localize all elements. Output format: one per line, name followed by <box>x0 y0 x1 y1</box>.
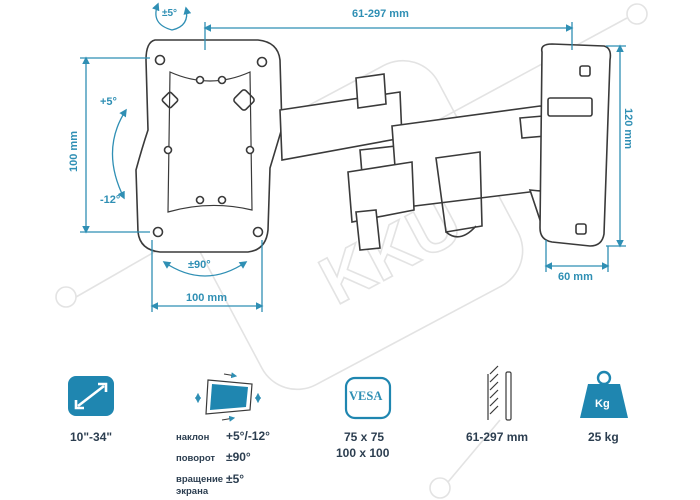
tilt-label: наклон <box>176 432 210 443</box>
dimension-lines <box>80 2 626 312</box>
load-value: 25 kg <box>588 430 619 444</box>
swivel-value: ±90° <box>226 450 251 464</box>
vesa-size-1: 75 x 75 <box>344 430 385 444</box>
bracket-width-label: 60 mm <box>558 271 593 283</box>
weight-badge-text: Kg <box>595 398 610 410</box>
extension-icon <box>487 365 512 421</box>
tilt-value: +5°/-12° <box>226 429 270 443</box>
vesa-size-2: 100 x 100 <box>336 446 390 460</box>
rotation-label-line2: экрана <box>176 486 209 497</box>
swivel-angle-label: ±90° <box>188 259 211 271</box>
vesa-width-label: 100 mm <box>186 292 227 304</box>
wall-bracket <box>539 43 612 247</box>
screen-size-icon <box>68 376 114 416</box>
screen-size-value: 10"-34" <box>70 430 113 444</box>
vesa-height-label: 100 mm <box>68 131 80 172</box>
vesa-badge-text: VESA <box>349 389 383 403</box>
rotation-label-line1: вращение <box>176 474 224 485</box>
tilt-down-label: -12° <box>100 194 121 206</box>
weight-icon <box>580 370 628 418</box>
extension-width-label: 61-297 mm <box>352 8 409 20</box>
swivel-label: поворот <box>176 453 216 464</box>
tilt-up-label: +5° <box>100 96 117 108</box>
bracket-height-label: 120 mm <box>622 108 634 149</box>
vesa-plate <box>135 39 283 253</box>
rotation-angle-label: ±5° <box>162 8 178 19</box>
vesa-icon <box>344 376 392 420</box>
tilt-screen-icon <box>195 372 261 422</box>
mount-arm <box>279 73 595 251</box>
rotation-value: ±5° <box>226 472 245 486</box>
extension-value: 61-297 mm <box>466 430 529 444</box>
